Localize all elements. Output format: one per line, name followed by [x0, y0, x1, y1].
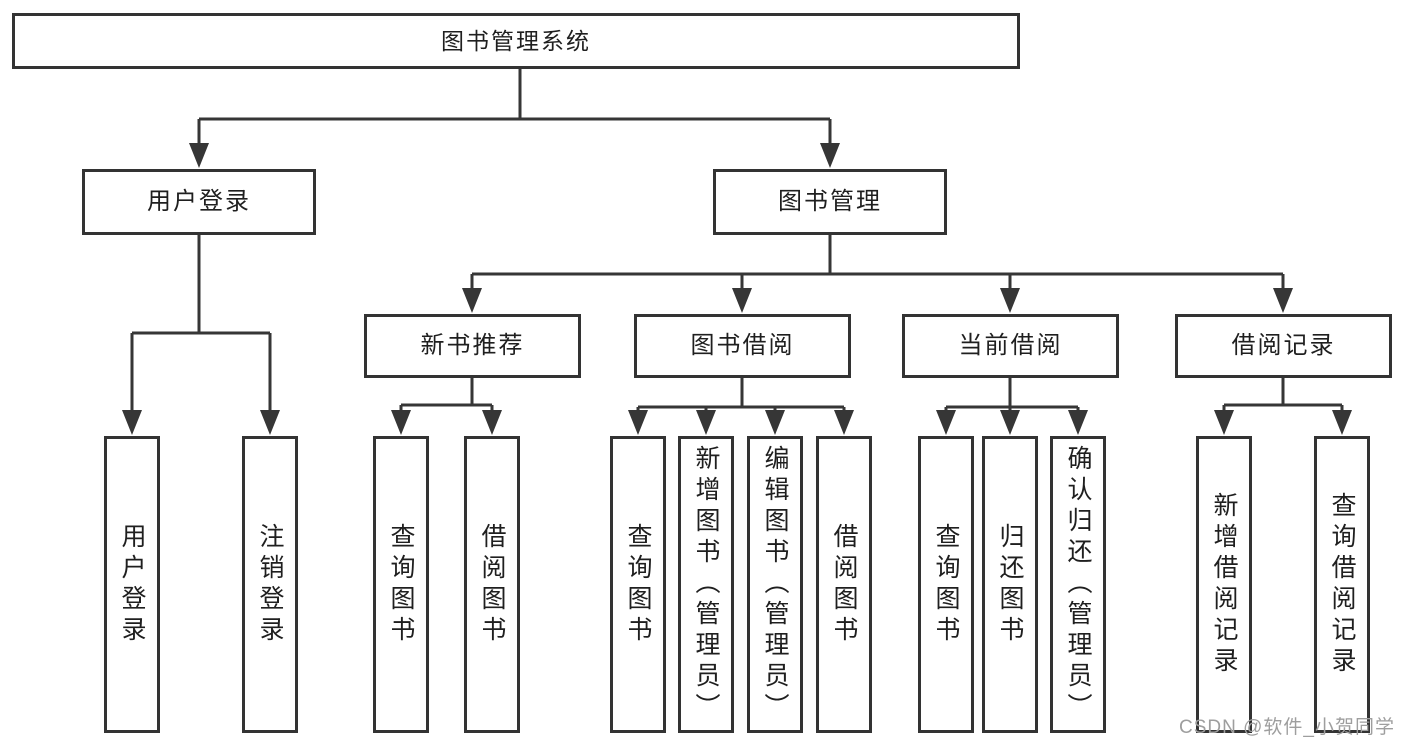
leaf-br-query-record: 查询借阅记录: [1314, 436, 1370, 733]
leaf-user-login: 用户登录: [104, 436, 160, 733]
leaf-cb-confirm-return: 确认归还（管理员）: [1050, 436, 1106, 733]
connector-book-management-to-level3: [462, 235, 1293, 313]
leaf-bb-edit-book: 编辑图书（管理员）: [747, 436, 803, 733]
leaf-bb-borrow-book: 借阅图书: [816, 436, 872, 733]
leaf-bb-add-book: 新增图书（管理员）: [678, 436, 734, 733]
connector-current-borrow-children: [936, 378, 1088, 435]
connector-borrow-record-children: [1214, 378, 1352, 435]
watermark: CSDN @软件_小贺同学: [1179, 717, 1395, 738]
node-new-book-recommend: 新书推荐: [364, 314, 581, 378]
leaf-logout: 注销登录: [242, 436, 298, 733]
connector-new-book-recommend-children: [391, 378, 502, 435]
node-current-borrow: 当前借阅: [902, 314, 1119, 378]
leaf-cb-return-book: 归还图书: [982, 436, 1038, 733]
leaf-br-add-record: 新增借阅记录: [1196, 436, 1252, 733]
node-user-login: 用户登录: [82, 169, 316, 235]
leaf-bb-query-book: 查询图书: [610, 436, 666, 733]
connector-user-login-children: [122, 235, 280, 435]
node-book-management: 图书管理: [713, 169, 947, 235]
node-root-system: 图书管理系统: [12, 13, 1020, 69]
leaf-cb-query-book: 查询图书: [918, 436, 974, 733]
leaf-nbr-query-book: 查询图书: [373, 436, 429, 733]
node-borrow-record: 借阅记录: [1175, 314, 1392, 378]
connector-root-to-level2: [189, 69, 840, 168]
connector-book-borrow-children: [628, 378, 854, 435]
node-book-borrow: 图书借阅: [634, 314, 851, 378]
leaf-nbr-borrow-book: 借阅图书: [464, 436, 520, 733]
